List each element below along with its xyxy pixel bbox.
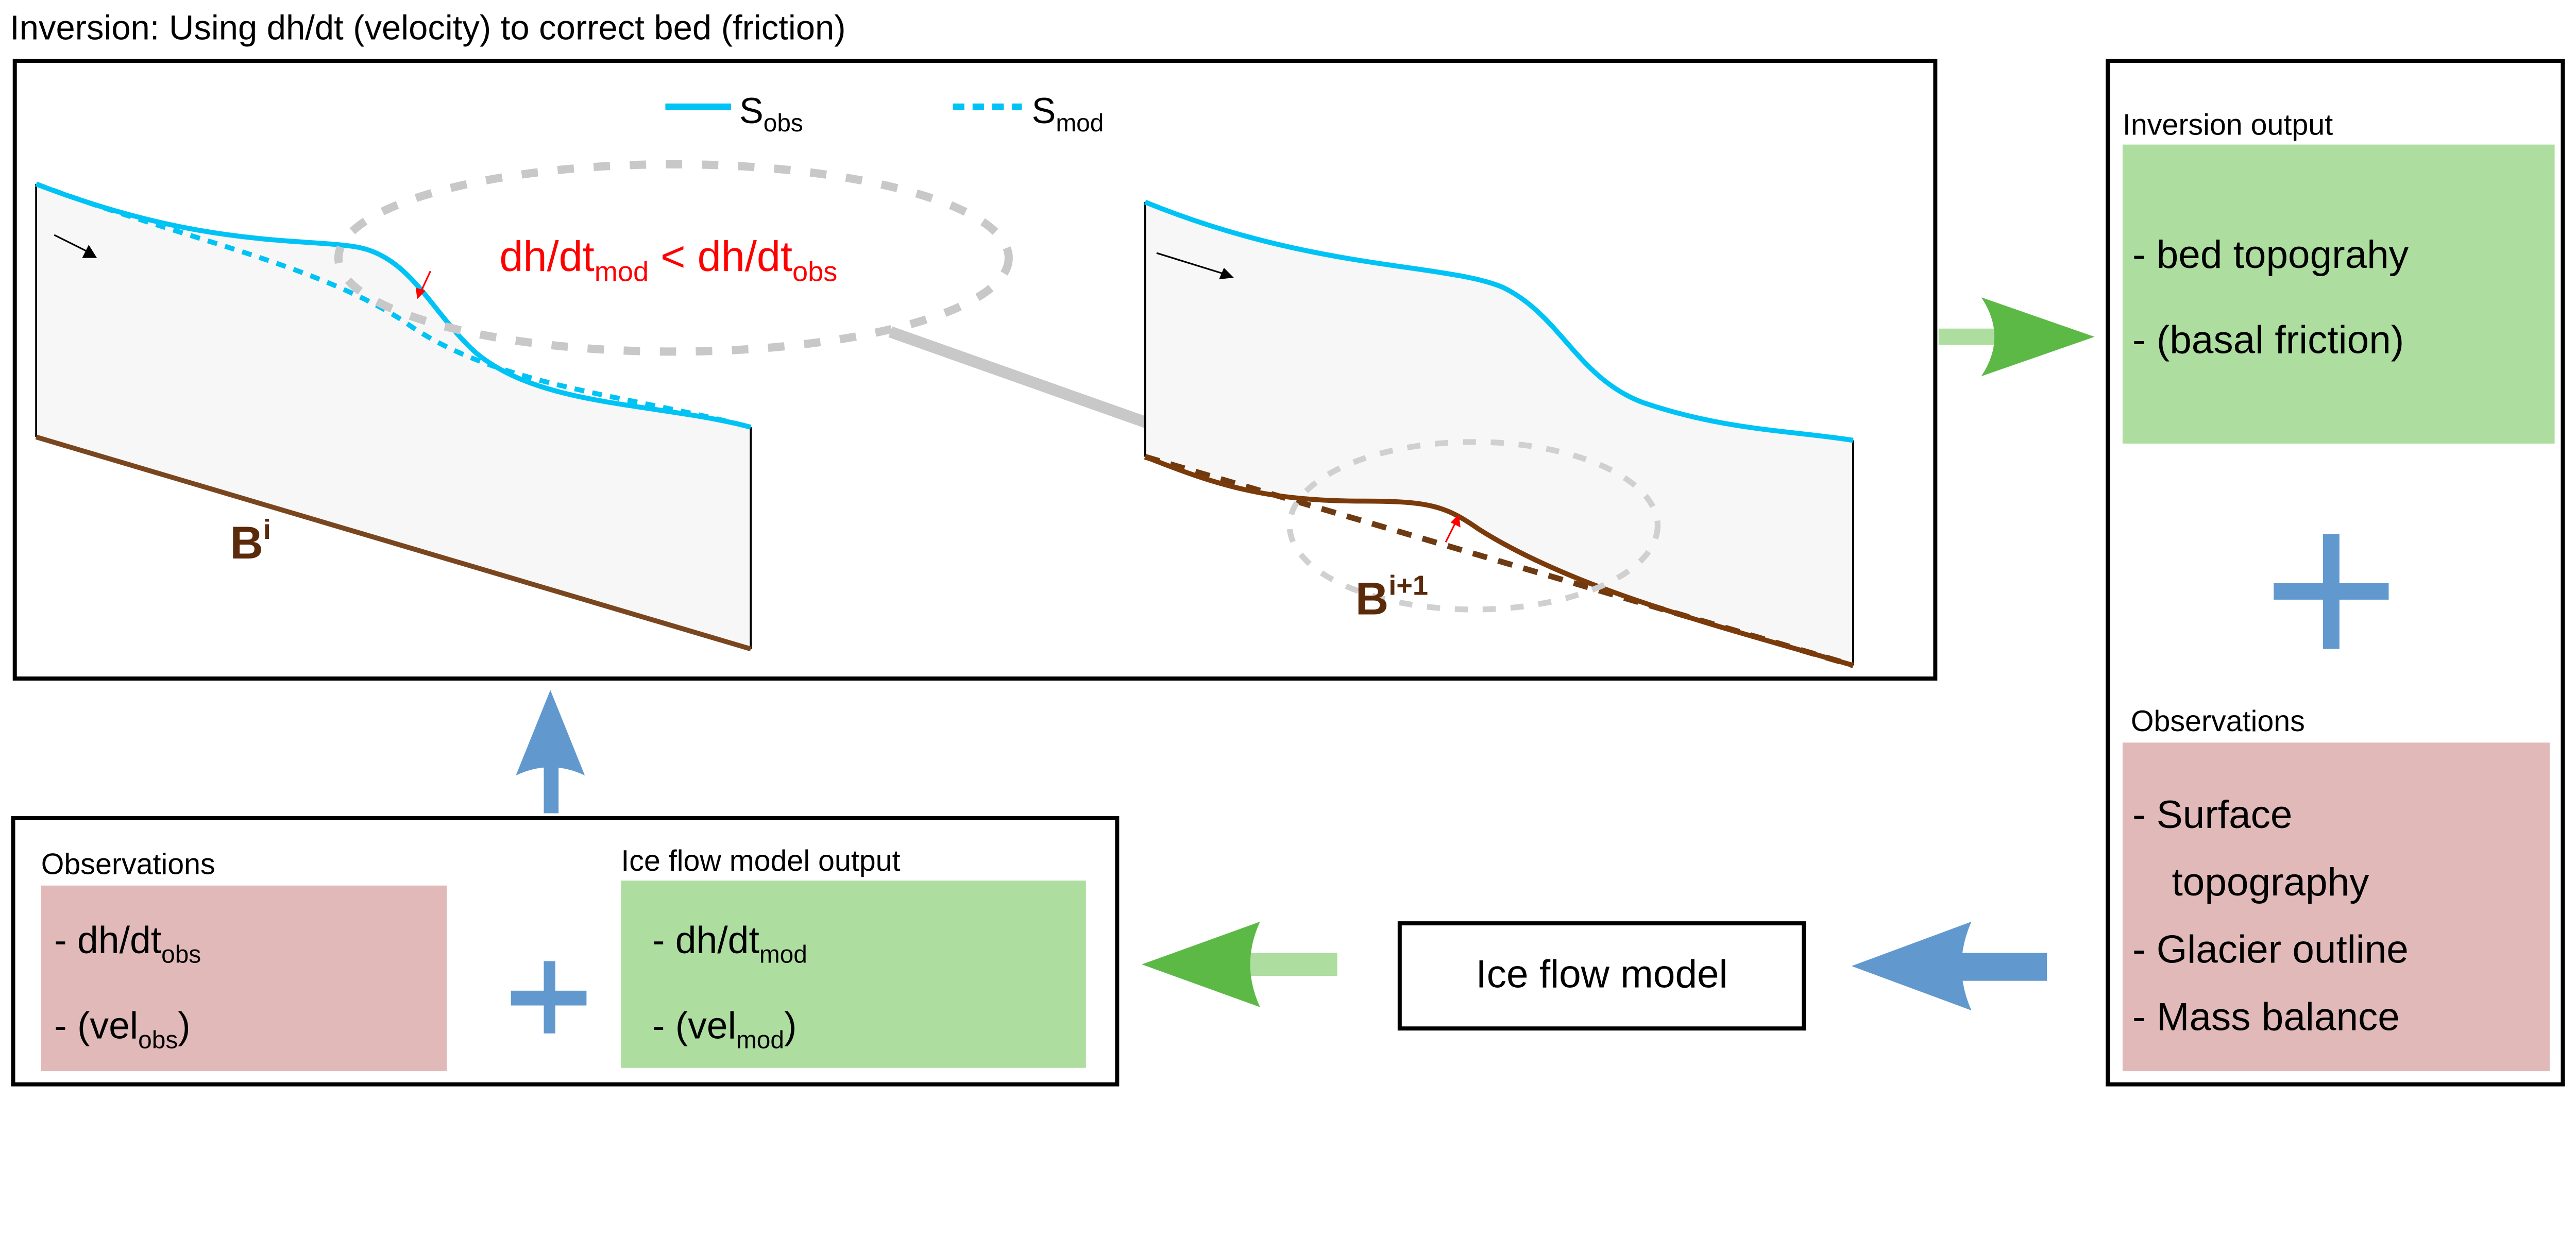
ice-flow-model-box (1397, 921, 1806, 1031)
legend: Sobs Smod (665, 90, 1104, 137)
comparison-right: dh/dt (698, 232, 792, 280)
flow-arrow-icon (54, 234, 91, 254)
bottom-observations-heading: Observations (41, 848, 215, 881)
obs-vel-sub: obs (138, 1026, 178, 1054)
dhdt-comparison: dh/dtmod < dh/dtobs (499, 232, 837, 287)
bed-correction-arrow-icon (1445, 522, 1456, 543)
right-observations-item: - Surface (2132, 793, 2292, 837)
comparison-right-sub: obs (792, 256, 837, 287)
bed-line (35, 434, 752, 652)
legend-smod-label: Smod (1032, 90, 1104, 137)
bed-label-next: Bi+1 (1355, 570, 1428, 624)
ice-flow-model-label: Ice flow model (1476, 952, 1728, 996)
flow-arrow-icon-updated (1156, 252, 1226, 276)
flow-arrowhead-icon (82, 245, 97, 258)
bed-label-next-main: B (1355, 573, 1388, 624)
correction-arrowhead-icon (415, 287, 426, 299)
surface-line-updated (1144, 199, 1854, 443)
comparison-inputs-panel (11, 816, 1120, 1087)
mod-dhdt-item: - dh/dtmod (652, 919, 807, 968)
legend-sobs-label: Sobs (739, 90, 803, 137)
plus-icon (2274, 534, 2389, 649)
comparison-operator: < (649, 232, 697, 280)
bed-label-current-sup: i (263, 514, 271, 545)
legend-sobs-sub: obs (764, 110, 803, 137)
green-arrow-stem (1938, 328, 2001, 345)
green-arrow-left-icon (1142, 921, 1260, 1007)
inversion-output-box (2122, 144, 2555, 444)
comparison-left-sub: mod (595, 256, 649, 287)
bed-label-next-sup: i+1 (1388, 570, 1428, 601)
mod-vel-main: - (vel (652, 1004, 736, 1046)
bed-change-highlight (1286, 439, 1661, 613)
obs-dhdt-sub: obs (161, 941, 201, 969)
right-observations-item: - Glacier outline (2132, 928, 2409, 972)
obs-vel-main: - (vel (54, 1004, 138, 1046)
mod-dhdt-sub: mod (759, 941, 807, 969)
comparison-highlight (334, 160, 1013, 356)
blue-arrow-left-icon (1851, 921, 1972, 1011)
right-observations-heading: Observations (2131, 705, 2305, 738)
blue-arrow-up-icon (516, 690, 585, 776)
mod-dhdt-main: - dh/dt (652, 919, 759, 961)
obs-dhdt-main: - dh/dt (54, 919, 161, 961)
bottom-observations-box (41, 885, 447, 1072)
correction-arrow-icon (419, 270, 431, 293)
inversion-output-heading: Inversion output (2123, 108, 2333, 141)
right-observations-item: - Mass balance (2132, 995, 2400, 1039)
green-arrow-left-stem (1245, 953, 1337, 976)
glacier-updated: Bi+1 (1144, 199, 1854, 668)
right-observations-item: topography (2172, 860, 2370, 904)
comparison-left: dh/dt (499, 232, 594, 280)
bed-label-current: Bi (230, 514, 271, 568)
new-bed-line (1144, 454, 1854, 668)
obs-dhdt-item: - dh/dtobs (54, 919, 201, 968)
diagram-title: Inversion: Using dh/dt (velocity) to cor… (10, 9, 845, 47)
bed-label-current-main: B (230, 517, 263, 568)
mod-vel-sub: mod (736, 1026, 784, 1054)
glacier-current: dh/dtmod < dh/dtobs Bi (35, 160, 1013, 652)
inputs-outputs-panel (2106, 58, 2565, 1087)
green-arrow-right-icon (1981, 297, 2095, 377)
diagram: Inversion: Using dh/dt (velocity) to cor… (10, 9, 2565, 1087)
glacier-body-updated (1145, 202, 1853, 666)
mod-vel-item: - (velmod) (652, 1004, 796, 1054)
glacier-body (36, 184, 751, 649)
surface-obs-line (35, 181, 752, 430)
bed-correction-arrowhead-icon (1450, 514, 1461, 528)
inversion-panel (12, 58, 1938, 681)
inversion-output-item: - (basal friction) (2132, 318, 2404, 362)
obs-vel-item: - (velobs) (54, 1004, 191, 1054)
plus-icon (511, 961, 587, 1034)
model-output-heading: Ice flow model output (621, 844, 900, 877)
mod-vel-end: ) (784, 1004, 796, 1046)
model-output-box (621, 881, 1086, 1068)
obs-vel-end: ) (178, 1004, 190, 1046)
inversion-output-item: - bed topograhy (2132, 233, 2409, 277)
legend-smod-main: S (1032, 90, 1056, 131)
right-observations-box (2122, 742, 2550, 1072)
legend-sobs-main: S (739, 90, 764, 131)
legend-smod-sub: mod (1056, 110, 1104, 137)
blue-arrow-left-stem (1952, 953, 2047, 981)
